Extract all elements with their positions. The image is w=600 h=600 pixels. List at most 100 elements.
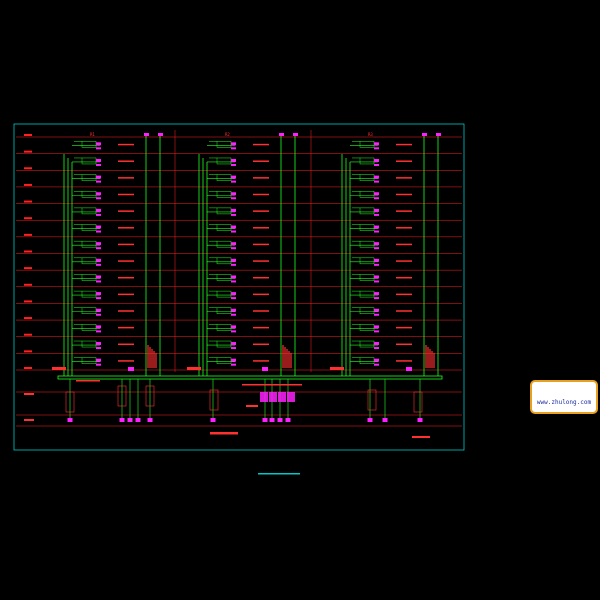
floor-label-mark	[24, 367, 32, 369]
zone-label-mark	[330, 367, 344, 370]
meter-icon	[231, 308, 236, 312]
pump-icon	[119, 418, 125, 422]
meter-icon	[231, 175, 236, 179]
meter-icon	[374, 225, 379, 229]
meter-icon	[374, 292, 379, 296]
meter-icon	[96, 142, 101, 146]
valve-icon	[96, 147, 101, 150]
valve-fitting	[422, 133, 427, 136]
annotation-mark	[118, 177, 134, 179]
annotation-mark	[253, 260, 269, 262]
floor-label-mark	[24, 233, 32, 236]
annotation-mark	[253, 276, 269, 279]
valve-icon	[231, 147, 236, 150]
meter-icon	[96, 358, 101, 362]
annotation-mark	[118, 343, 134, 346]
annotation-mark	[118, 293, 134, 296]
valve-icon	[231, 197, 236, 200]
meter-icon	[96, 325, 101, 329]
floor-label-mark	[24, 134, 32, 136]
caption-mark	[258, 473, 300, 475]
valve-icon	[231, 247, 236, 250]
tank-outline	[117, 385, 127, 407]
valve-icon	[231, 230, 236, 233]
riser-group-1: R1	[52, 132, 163, 376]
annotation-mark	[253, 227, 269, 229]
meter-icon	[231, 242, 236, 246]
valve-icon	[374, 230, 379, 233]
meter-icon	[96, 292, 101, 296]
valve-icon	[96, 247, 101, 250]
valve-icon	[374, 297, 379, 300]
meter-icon	[96, 208, 101, 212]
pump-icon	[277, 418, 283, 422]
meter-icon	[374, 342, 379, 346]
valve-icon	[374, 280, 379, 283]
riser-group-3: R3	[330, 132, 441, 376]
meter-icon	[374, 308, 379, 312]
pump-icon	[262, 418, 268, 422]
valve-icon	[231, 163, 236, 166]
pump-icon	[67, 418, 73, 422]
meter-icon	[231, 142, 236, 146]
valve-icon	[96, 180, 101, 183]
valve-icon	[231, 330, 236, 333]
meter-icon	[374, 275, 379, 279]
main-header-pipe	[57, 375, 443, 380]
annotation-mark	[396, 227, 412, 229]
annotation-mark	[396, 177, 412, 179]
tank-outline	[145, 385, 155, 407]
valve-icon	[96, 213, 101, 216]
header-valve	[262, 367, 268, 371]
valve-icon	[96, 197, 101, 200]
annotation-mark	[396, 143, 412, 146]
floor-label-mark	[24, 150, 32, 153]
floor-label-mark	[24, 300, 32, 303]
annotation-mark	[396, 276, 412, 279]
zone-label-mark	[187, 367, 201, 370]
meter-icon	[374, 192, 379, 196]
annotation-mark	[118, 243, 134, 246]
meter-icon	[96, 175, 101, 179]
header-valve	[406, 367, 412, 371]
riser-label: R3	[368, 132, 373, 137]
valve-icon	[231, 297, 236, 300]
pump-icon	[147, 418, 153, 422]
meter-icon	[374, 242, 379, 246]
pump-icon	[367, 418, 373, 422]
equipment-label-mark	[76, 380, 100, 382]
pump-icon	[285, 418, 291, 422]
valve-icon	[96, 280, 101, 283]
zone-label-mark	[52, 367, 66, 370]
meter-icon	[374, 175, 379, 179]
valve-icon	[374, 363, 379, 366]
meter-icon	[374, 208, 379, 212]
meter-icon	[231, 258, 236, 262]
meter-icon	[96, 158, 101, 162]
valve-icon	[96, 163, 101, 166]
watermark-stamp: www.zhulong.com	[530, 380, 598, 414]
meter-icon	[231, 192, 236, 196]
pump-icon	[417, 418, 423, 422]
annotation-mark	[253, 360, 269, 362]
annotation-mark	[118, 227, 134, 229]
tank-outline	[413, 391, 423, 413]
meter-icon	[231, 342, 236, 346]
valve-icon	[231, 263, 236, 266]
basement-floor-label	[24, 393, 34, 395]
annotation-mark	[253, 177, 269, 179]
annotation-mark	[118, 210, 134, 212]
annotation-mark	[396, 343, 412, 346]
valve-fitting	[436, 133, 441, 136]
valve-fitting	[293, 133, 298, 136]
meter-icon	[96, 342, 101, 346]
pump-icon	[210, 418, 216, 422]
valve-icon	[374, 247, 379, 250]
meter-icon	[231, 225, 236, 229]
basement-equipment	[24, 367, 443, 475]
valve-icon	[374, 147, 379, 150]
valve-icon	[374, 180, 379, 183]
floor-label-mark	[24, 350, 32, 353]
annotation-mark	[396, 160, 412, 162]
